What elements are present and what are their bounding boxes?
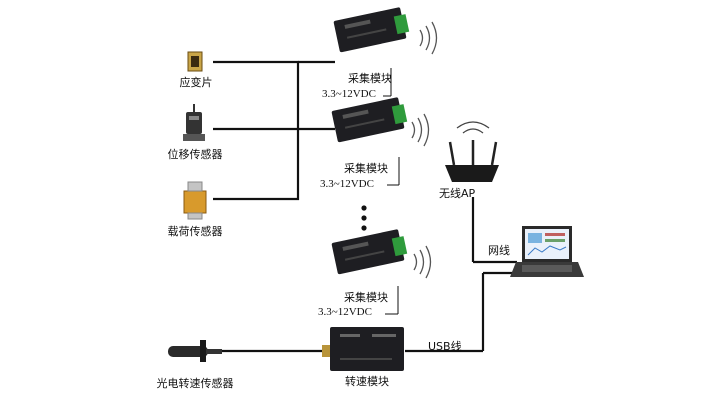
load-sensor-label: 载荷传感器 bbox=[167, 225, 223, 238]
module-3-label: 采集模块 bbox=[344, 291, 388, 304]
load-sensor-icon bbox=[183, 181, 207, 220]
strain-gauge-icon bbox=[187, 51, 203, 72]
acquisition-module-2-icon bbox=[331, 97, 408, 143]
more-modules-dots bbox=[361, 205, 367, 231]
label-leaders bbox=[383, 68, 400, 315]
speed-module-icon bbox=[322, 327, 404, 371]
displacement-sensor-label: 位移传感器 bbox=[167, 148, 223, 161]
connector-lines bbox=[213, 60, 517, 353]
speed-module-label: 转速模块 bbox=[345, 375, 389, 388]
displacement-sensor-icon bbox=[183, 104, 205, 141]
usb-cable-label: USB线 bbox=[428, 340, 462, 353]
wireless-ap-label: 无线AP bbox=[439, 187, 476, 200]
network-cable-label: 网线 bbox=[488, 244, 510, 257]
strain-gauge-label: 应变片 bbox=[179, 76, 213, 89]
module-2-voltage: 3.3~12VDC bbox=[320, 178, 374, 190]
speed-sensor-icon bbox=[168, 340, 222, 362]
laptop-icon bbox=[510, 226, 584, 277]
router-icon bbox=[445, 121, 499, 182]
module-3-voltage: 3.3~12VDC bbox=[318, 306, 372, 318]
acquisition-module-1-icon bbox=[333, 7, 410, 53]
module-1-voltage: 3.3~12VDC bbox=[322, 88, 376, 100]
speed-sensor-label: 光电转速传感器 bbox=[156, 377, 234, 390]
module-1-label: 采集模块 bbox=[348, 72, 392, 85]
acquisition-module-3-icon bbox=[331, 229, 408, 275]
wireless-wave-icon bbox=[411, 21, 438, 279]
module-2-label: 采集模块 bbox=[344, 162, 388, 175]
